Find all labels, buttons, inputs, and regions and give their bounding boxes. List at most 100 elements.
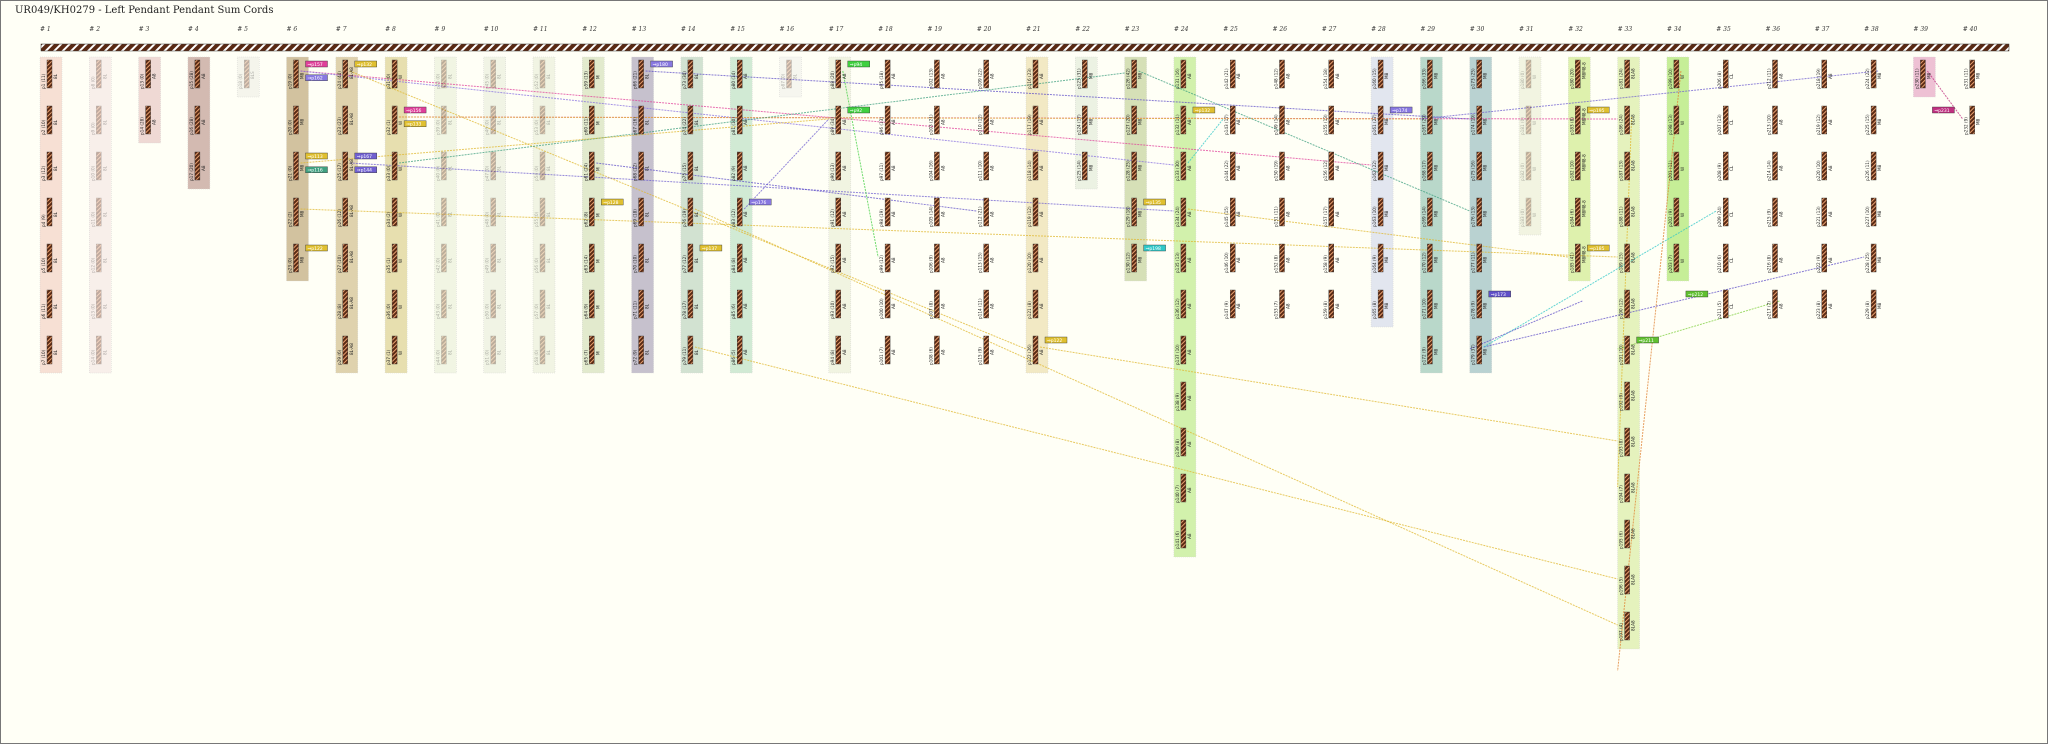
pendant-cord[interactable]: p112 (21)A8 (978, 197, 995, 227)
pendant-cord[interactable]: p130 (12)M8 (1126, 243, 1143, 273)
sum-tag[interactable]: ⇒p122 (1044, 336, 1068, 344)
pendant-cord[interactable]: p215 (9)A8 (1767, 197, 1784, 227)
sum-tag[interactable]: ⇒p156 (403, 106, 427, 114)
pendant-cord[interactable]: p42 (0)8L (435, 243, 452, 273)
pendant-cord[interactable]: p225 (15)M8 (1865, 105, 1882, 135)
pendant-cord[interactable]: p26 (12)8L-A8 (337, 197, 354, 227)
pendant-cord[interactable]: p179 (37)M8 (1471, 335, 1488, 365)
pendant-cord[interactable]: p109 (22)A8 (978, 59, 995, 89)
pendant-cord[interactable]: p68 (12)8L (633, 151, 650, 181)
pendant-cord[interactable]: p31 (0)W (386, 59, 403, 89)
pendant-cord[interactable]: p149 (14)A8 (1274, 105, 1291, 135)
pendant-cord[interactable]: p105 (14)A8 (928, 197, 945, 227)
pendant-cord[interactable]: p124 (17)M8 (1076, 105, 1093, 135)
pendant-cord[interactable]: p172 (9)M8 (1421, 335, 1438, 365)
pendant-cord[interactable]: p18 (0)8LS (238, 59, 255, 89)
sum-tag[interactable]: ⇒p167 (354, 152, 377, 160)
pendant-cord[interactable]: p171 (10)M8 (1421, 289, 1438, 319)
pendant-cord[interactable]: p164 (9)M8 (1372, 243, 1389, 273)
pendant-cord[interactable]: p7 (10)8L (41, 335, 58, 365)
pendant-cord[interactable]: p9 (0)8L (90, 105, 107, 135)
pendant-cord[interactable]: p177 (11)M8 (1471, 243, 1488, 273)
sum-tag[interactable]: ⇒p180 (650, 60, 673, 68)
pendant-cord[interactable]: p180 (0)W (1520, 59, 1537, 89)
pendant-cord[interactable]: p126 (42)M8 (1126, 59, 1143, 89)
pendant-cord[interactable]: p219 (12)A8 (1816, 105, 1833, 135)
pendant-cord[interactable]: p135 (13)A8 (1175, 243, 1192, 273)
sum-tag[interactable]: ⇒p132 (354, 60, 377, 68)
pendant-cord[interactable]: p23 (23)8L-A8 (337, 105, 354, 135)
pendant-cord[interactable]: p222 (9)A8 (1816, 243, 1833, 273)
pendant-cord[interactable]: p221 (13)A8 (1816, 197, 1833, 227)
pendant-cord[interactable]: p82 (9)A8 (731, 151, 748, 181)
pendant-cord[interactable]: p111 (10)A8 (978, 151, 995, 181)
pendant-cord[interactable]: p232 (9)M8 (1964, 105, 1981, 135)
pendant-cord[interactable]: p121 (8)A8 (1027, 289, 1044, 319)
sum-tag[interactable]: ⇒p162 (305, 74, 328, 82)
pendant-cord[interactable]: p110 (12)A8 (978, 105, 995, 135)
pendant-cord[interactable]: p119 (12)A8 (1027, 197, 1044, 227)
pendant-cord[interactable]: p196 (5)8LA8 (1619, 565, 1636, 595)
sum-tag[interactable]: ⇒p198 (1143, 244, 1166, 252)
pendant-cord[interactable]: p150 (19)A8 (1274, 151, 1291, 181)
pendant-cord[interactable]: p24 (44)8L-A8 (337, 59, 354, 89)
pendant-cord[interactable]: p163 (10)M8 (1372, 197, 1389, 227)
pendant-cord[interactable]: p183 (8)M8M8-8 (1569, 105, 1586, 135)
pendant-cord[interactable]: p166 (33)M8 (1421, 59, 1438, 89)
pendant-cord[interactable]: p136 (12)A8 (1175, 289, 1192, 319)
pendant-cord[interactable]: p138 (9)A8 (1175, 381, 1192, 411)
pendant-cord[interactable]: p191 (10)8LA8 (1619, 335, 1636, 365)
pendant-cord[interactable]: p1 (11)8L (41, 59, 58, 89)
pendant-cord[interactable]: p198 (13)W (1668, 105, 1685, 135)
pendant-cord[interactable]: p66 (21)8L (633, 59, 650, 89)
pendant-cord[interactable]: p65 (7)M (583, 335, 600, 365)
pendant-cord[interactable]: p170 (12)M8 (1421, 243, 1438, 273)
pendant-cord[interactable]: p74 (22)8L (682, 105, 699, 135)
pendant-cord[interactable]: p108 (6)A8 (928, 335, 945, 365)
sum-tag[interactable]: ⇒p211 (1636, 336, 1659, 344)
pendant-cord[interactable]: p33 (0)W (386, 151, 403, 181)
pendant-cord[interactable]: p56 (0)8L (534, 243, 551, 273)
pendant-cord[interactable]: p169 (14)M8 (1421, 197, 1438, 227)
pendant-cord[interactable]: p107 (8)A8 (928, 289, 945, 319)
pendant-cord[interactable]: p80 (14)A8 (731, 59, 748, 89)
pendant-cord[interactable]: p189 (15)8LA8 (1619, 243, 1636, 273)
pendant-cord[interactable]: p29 (6)8L-A8 (337, 335, 354, 365)
pendant-cord[interactable]: p186 (24)8LA8 (1619, 105, 1636, 135)
pendant-cord[interactable]: p20 (0)M8 (288, 105, 305, 135)
pendant-cord[interactable]: p193 (8)8LA8 (1619, 427, 1636, 457)
pendant-cord[interactable]: p224 (22)M8 (1865, 59, 1882, 89)
pendant-cord[interactable]: p199 (10)W (1668, 59, 1685, 89)
pendant-cord[interactable]: p79 (11)8L (682, 335, 699, 365)
pendant-cord[interactable]: p113 (15)A8 (978, 243, 995, 273)
pendant-cord[interactable]: p194 (7)8LA8 (1619, 473, 1636, 503)
pendant-cord[interactable]: p53 (0)8L (534, 105, 551, 135)
pendant-cord[interactable]: p51 (0)8L (485, 335, 502, 365)
pendant-cord[interactable]: p86 (5)A8 (731, 335, 748, 365)
pendant-cord[interactable]: p49 (0)8L (485, 243, 502, 273)
pendant-cord[interactable]: p89 (34)A8 (830, 105, 847, 135)
pendant-cord[interactable]: p153 (7)A8 (1274, 289, 1291, 319)
pendant-cord[interactable]: p188 (11)8LA8 (1619, 197, 1636, 227)
pendant-cord[interactable]: p28 (8)8L-A8 (337, 289, 354, 319)
pendant-cord[interactable]: p140 (7)A8 (1175, 473, 1192, 503)
pendant-cord[interactable]: p37 (1)W (386, 335, 403, 365)
pendant-cord[interactable]: p182 (10)M8M8-8 (1569, 151, 1586, 181)
pendant-cord[interactable]: p54 (0)8L (534, 151, 551, 181)
pendant-cord[interactable]: p229 (8)M8 (1865, 289, 1882, 319)
pendant-cord[interactable]: p15 (28)A8 (189, 59, 206, 89)
pendant-cord[interactable]: p104 (16)A8 (928, 151, 945, 181)
pendant-cord[interactable]: p77 (12)8L (682, 243, 699, 273)
pendant-cord[interactable]: p98 (19)A8 (879, 197, 896, 227)
pendant-cord[interactable]: p99 (12)A8 (879, 243, 896, 273)
pendant-cord[interactable]: p2 (10)8L (41, 105, 58, 135)
pendant-cord[interactable]: p44 (0)8L (435, 335, 452, 365)
pendant-cord[interactable]: p226 (11)M8 (1865, 151, 1882, 181)
pendant-cord[interactable]: p43 (0)8L (435, 289, 452, 319)
pendant-cord[interactable]: p173 (25)M8 (1471, 59, 1488, 89)
pendant-cord[interactable]: p14 (0)8L (90, 335, 107, 365)
pendant-cord[interactable]: p133 (30)A8 (1175, 151, 1192, 181)
pendant-cord[interactable]: p168 (17)M8 (1421, 151, 1438, 181)
pendant-cord[interactable]: p227 (10)M8 (1865, 197, 1882, 227)
pendant-cord[interactable]: p10 (0)8L (90, 151, 107, 181)
